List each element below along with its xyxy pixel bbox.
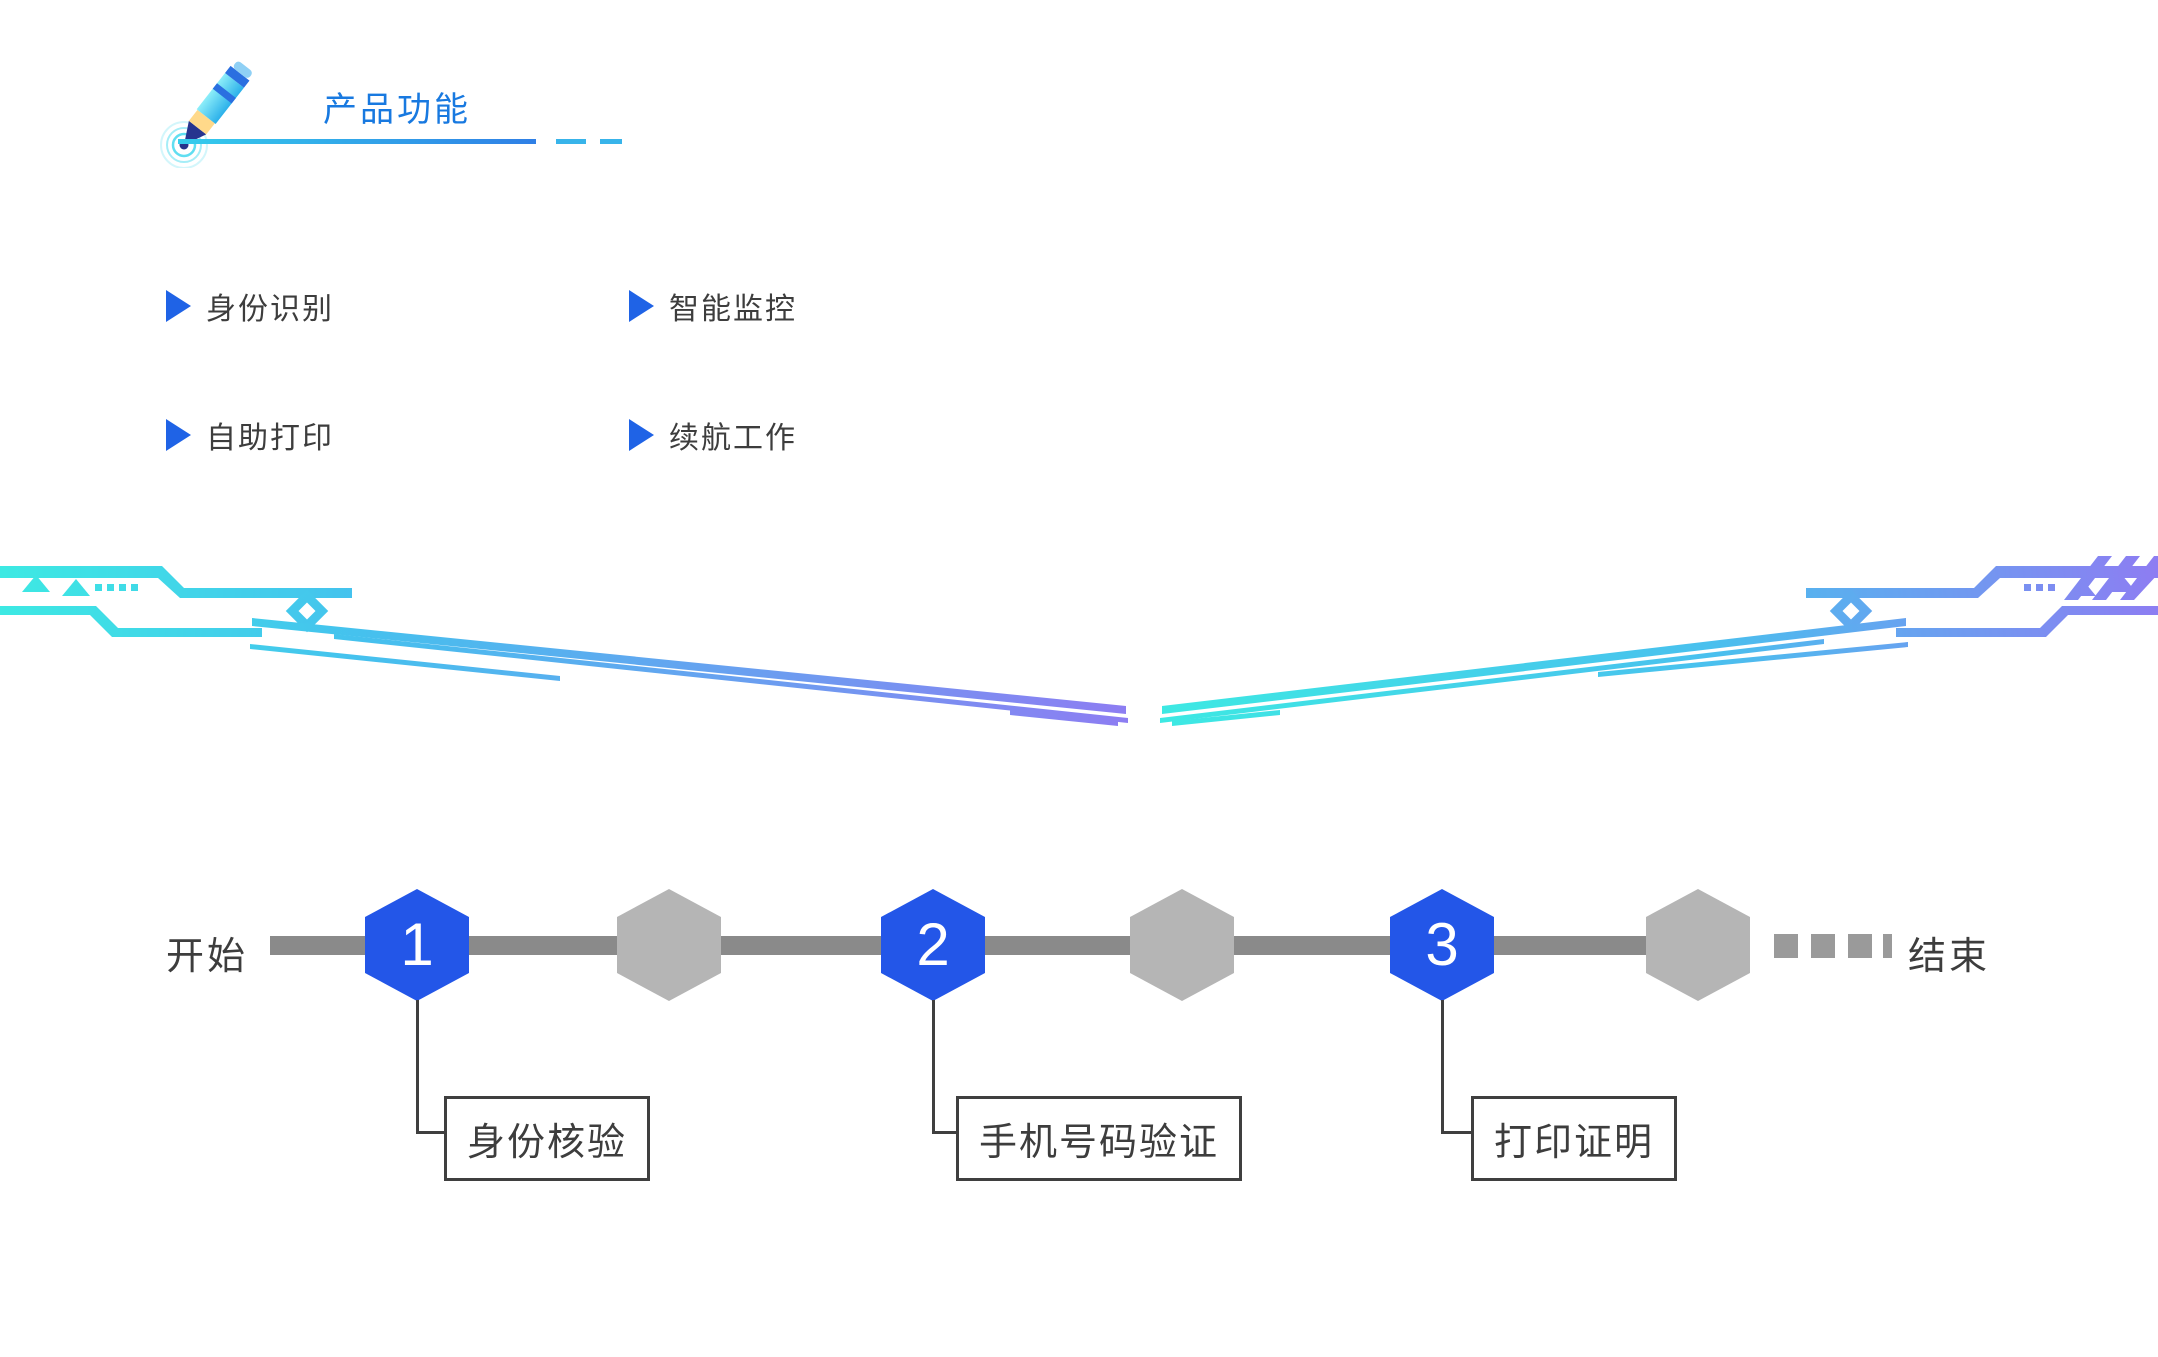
timeline-step-hexagon-1: 1 [365,889,469,1001]
circuit-right-cluster [1160,556,2158,726]
step-connector-line [932,1000,935,1133]
circuit-decoration [0,556,2158,726]
feature-item-battery-endurance: 续航工作 [629,413,797,457]
timeline-step-hexagon-2: 2 [881,889,985,1001]
timeline-bar [270,936,1748,955]
step-connector-line [416,1131,444,1134]
step-label-box-print-certificate: 打印证明 [1471,1096,1678,1181]
timeline-end-dash [1811,934,1835,958]
timeline-end-dash [1774,934,1798,958]
feature-label: 身份识别 [206,293,334,326]
timeline-spacer-hexagon [1646,889,1750,1001]
triangle-bullet-icon [629,419,654,451]
pencil-icon-svg [160,61,252,169]
underline-dash [556,139,586,144]
page-title: 产品功能 [323,91,471,129]
timeline-end-dash [1883,934,1892,958]
step-number: 3 [1425,911,1459,978]
timeline-step-hexagon-3: 3 [1390,889,1494,1001]
triangle-bullet-icon [166,419,191,451]
feature-item-identity-recognition: 身份识别 [166,284,334,328]
feature-item-self-service-print: 自助打印 [166,413,334,457]
underline-dash [600,139,622,144]
timeline-end-label: 结束 [1908,936,1991,978]
timeline-spacer-hexagon [617,889,721,1001]
timeline-spacer-hexagon [1130,889,1234,1001]
title-underline [178,139,536,144]
step-connector-line [1441,1000,1444,1133]
step-number: 1 [400,911,434,978]
circuit-left-cluster [0,566,1128,726]
feature-label: 自助打印 [206,422,334,455]
triangle-bullet-icon [629,290,654,322]
step-connector-line [1441,1131,1471,1134]
timeline-start-label: 开始 [166,936,249,978]
step-label-box-phone-verification: 手机号码验证 [956,1096,1243,1181]
triangle-bullet-icon [166,290,191,322]
pencil-icon [148,42,274,169]
feature-label: 续航工作 [669,422,797,455]
feature-item-smart-monitoring: 智能监控 [629,284,797,328]
step-number: 2 [916,911,950,978]
step-connector-line [416,1000,419,1133]
feature-label: 智能监控 [669,293,797,326]
step-label-box-identity-check: 身份核验 [444,1096,651,1181]
step-connector-line [932,1131,956,1134]
timeline-end-dash [1848,934,1872,958]
